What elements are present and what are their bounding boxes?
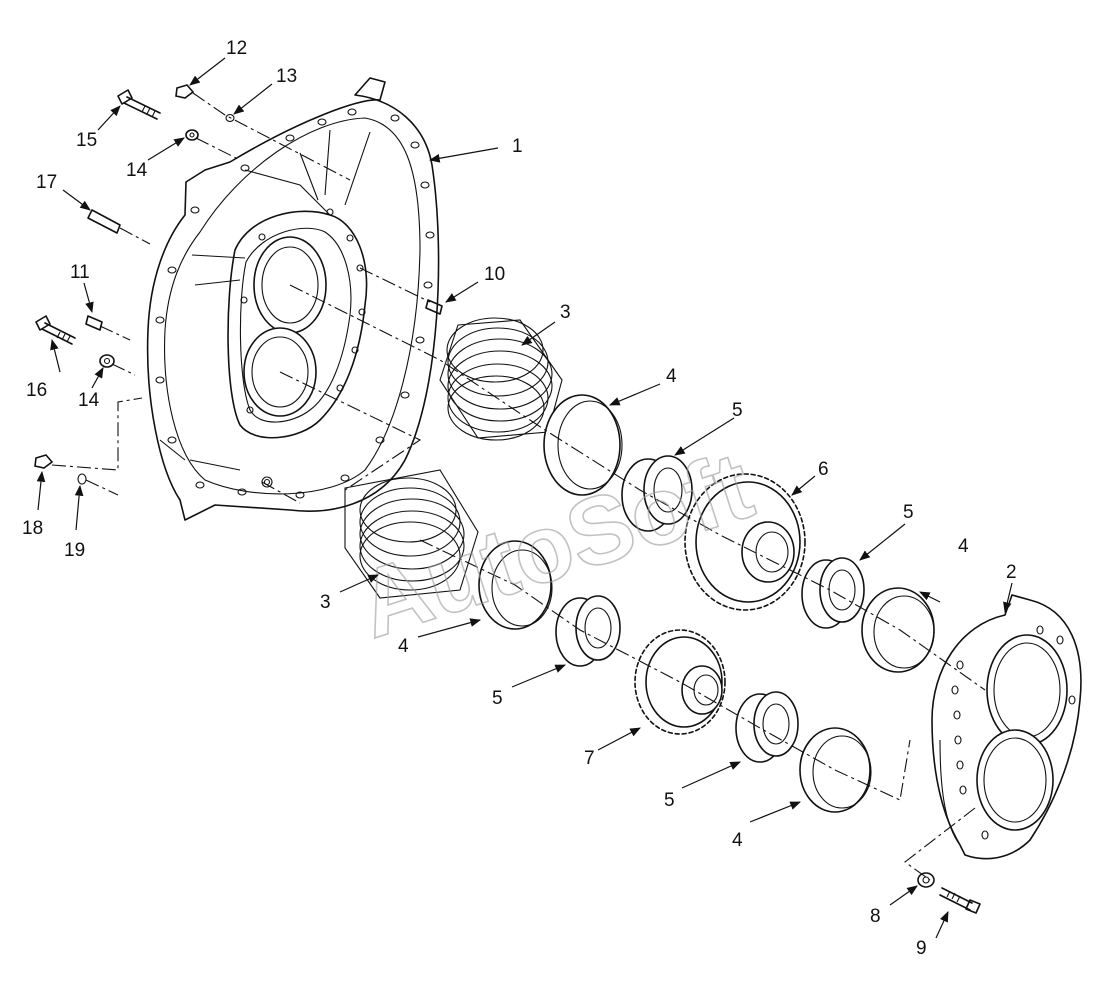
callout-label: 5 [732,400,743,421]
pin-11 [85,315,103,331]
callout-label: 6 [818,459,829,480]
callout-labels: 1 2 3 3 4 4 4 4 5 5 5 5 6 7 8 9 10 11 12… [22,38,1017,959]
callout-label: 3 [320,592,331,613]
center-lines [51,92,986,881]
callout-label: 8 [870,906,881,927]
nut-12 [175,84,195,99]
callout-label: 4 [666,366,677,387]
bearing-cup-c [861,587,935,673]
callout-label: 7 [584,748,595,769]
callout-label: 9 [916,938,927,959]
bearing-cup-a [543,394,623,496]
bearing-cone-d [735,691,799,763]
washer-14-lower [99,354,115,368]
callout-label: 15 [76,130,97,151]
callout-label: 4 [398,636,409,657]
gear-small [634,629,726,735]
callout-label: 1 [512,136,523,157]
callout-label: 5 [664,790,675,811]
callout-label: 4 [732,830,743,851]
bolt-16 [35,315,76,345]
spring-lower [344,469,479,599]
callout-label: 12 [226,38,247,59]
callout-label: 17 [36,172,57,193]
washer-14-upper [185,129,199,141]
callout-label: 16 [26,380,47,401]
callout-label: 5 [492,688,503,709]
washer-8 [917,872,935,888]
callout-label: 10 [484,264,505,285]
callout-label: 14 [126,160,148,181]
bearing-cone-b [555,595,621,667]
callout-label: 13 [276,66,297,87]
cover-part [931,594,1082,860]
gear-large [684,473,806,611]
pin-17 [87,209,121,234]
callout-label: 2 [1006,562,1017,583]
pin-10 [425,299,443,315]
bolt-9 [939,887,981,914]
spring-upper [439,317,563,441]
bearing-cone-a [621,455,693,532]
callout-label: 5 [903,502,914,523]
bolt-15 [117,89,161,120]
nut-18 [34,454,54,469]
callout-label: 3 [560,302,571,323]
callout-label: 4 [958,536,969,557]
oring-13 [225,113,235,123]
callout-label: 11 [70,262,90,283]
callout-label: 19 [64,540,85,561]
bearing-cone-c [801,557,865,629]
housing-part [146,77,440,521]
callout-label: 14 [78,390,100,411]
oring-19 [77,473,87,485]
leader-lines [36,57,1013,939]
callout-label: 18 [22,518,43,539]
